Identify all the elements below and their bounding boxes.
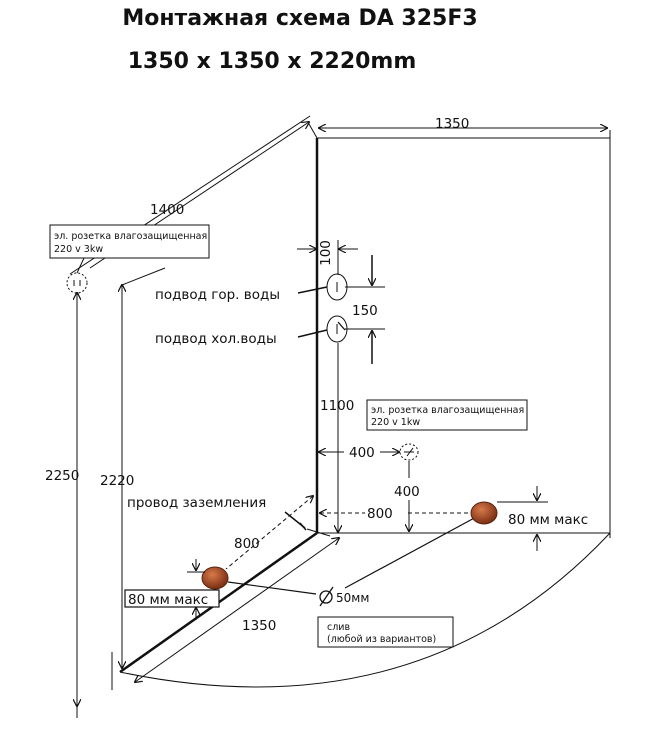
dim-height-2220 — [122, 267, 166, 668]
hot-water-label: подвод гор. воды — [155, 287, 280, 303]
dim-bottom-width — [135, 538, 339, 682]
dim-150 — [345, 255, 385, 364]
floor-verticals — [76, 652, 113, 718]
dim-80-left-label: 80 мм макс — [128, 592, 208, 608]
ground-wire-label: провод заземления — [127, 495, 266, 511]
socket-left-icon — [66, 257, 88, 706]
drain-left — [201, 566, 229, 590]
dim-150-label: 150 — [352, 303, 378, 319]
dim-80-left-box — [124, 589, 220, 608]
diagram-subtitle: 1350 x 1350 x 2220mm — [127, 49, 417, 74]
socket-right-line2: 220 v 1kw — [371, 417, 420, 428]
socket-right-icon — [399, 443, 419, 461]
drain-note-line1: слив — [327, 622, 350, 633]
drain-diameter-icon — [319, 586, 334, 607]
dim-80-right — [497, 486, 548, 551]
dim-bottom-width-label: 1350 — [242, 618, 276, 634]
dim-800-left — [225, 496, 313, 570]
floor-tick — [306, 528, 331, 537]
dim-height-2250-label: 2250 — [45, 468, 79, 484]
dim-1100-label: 1100 — [320, 398, 354, 414]
ground-wire-leader — [284, 511, 307, 531]
socket-left-line1: эл. розетка влагозащищенная — [54, 231, 207, 242]
socket-left-box — [49, 224, 210, 259]
dim-400-v-label: 400 — [394, 484, 420, 500]
dim-top-width-label: 1350 — [435, 116, 469, 132]
drain-note-box — [317, 616, 454, 648]
drain-right-lines — [320, 513, 479, 589]
socket-left-line2: 220 v 3kw — [54, 244, 103, 255]
dim-80-right-label: 80 мм макс — [508, 512, 588, 528]
diagram-title: Монтажная схема DA 325F3 — [122, 6, 478, 31]
dim-depth-label: 1400 — [150, 202, 184, 218]
drain-diameter-label: 50мм — [336, 591, 369, 605]
socket-right-box — [366, 399, 528, 431]
drain-right — [470, 501, 498, 525]
water-inlets — [297, 273, 348, 343]
drain-left-lines — [187, 559, 317, 620]
dim-100 — [297, 240, 358, 275]
socket-right-line1: эл. розетка влагозащищенная — [371, 405, 524, 416]
dim-height-2220-label: 2220 — [100, 473, 134, 489]
drain-note-line2: (любой из вариантов) — [327, 634, 436, 645]
dim-400-h-label: 400 — [349, 445, 375, 461]
dim-100-label: 100 — [318, 240, 334, 266]
dim-800-left-label: 800 — [234, 536, 260, 552]
cold-water-label: подвод хол.воды — [155, 331, 277, 347]
dim-800-right-label: 800 — [367, 506, 393, 522]
